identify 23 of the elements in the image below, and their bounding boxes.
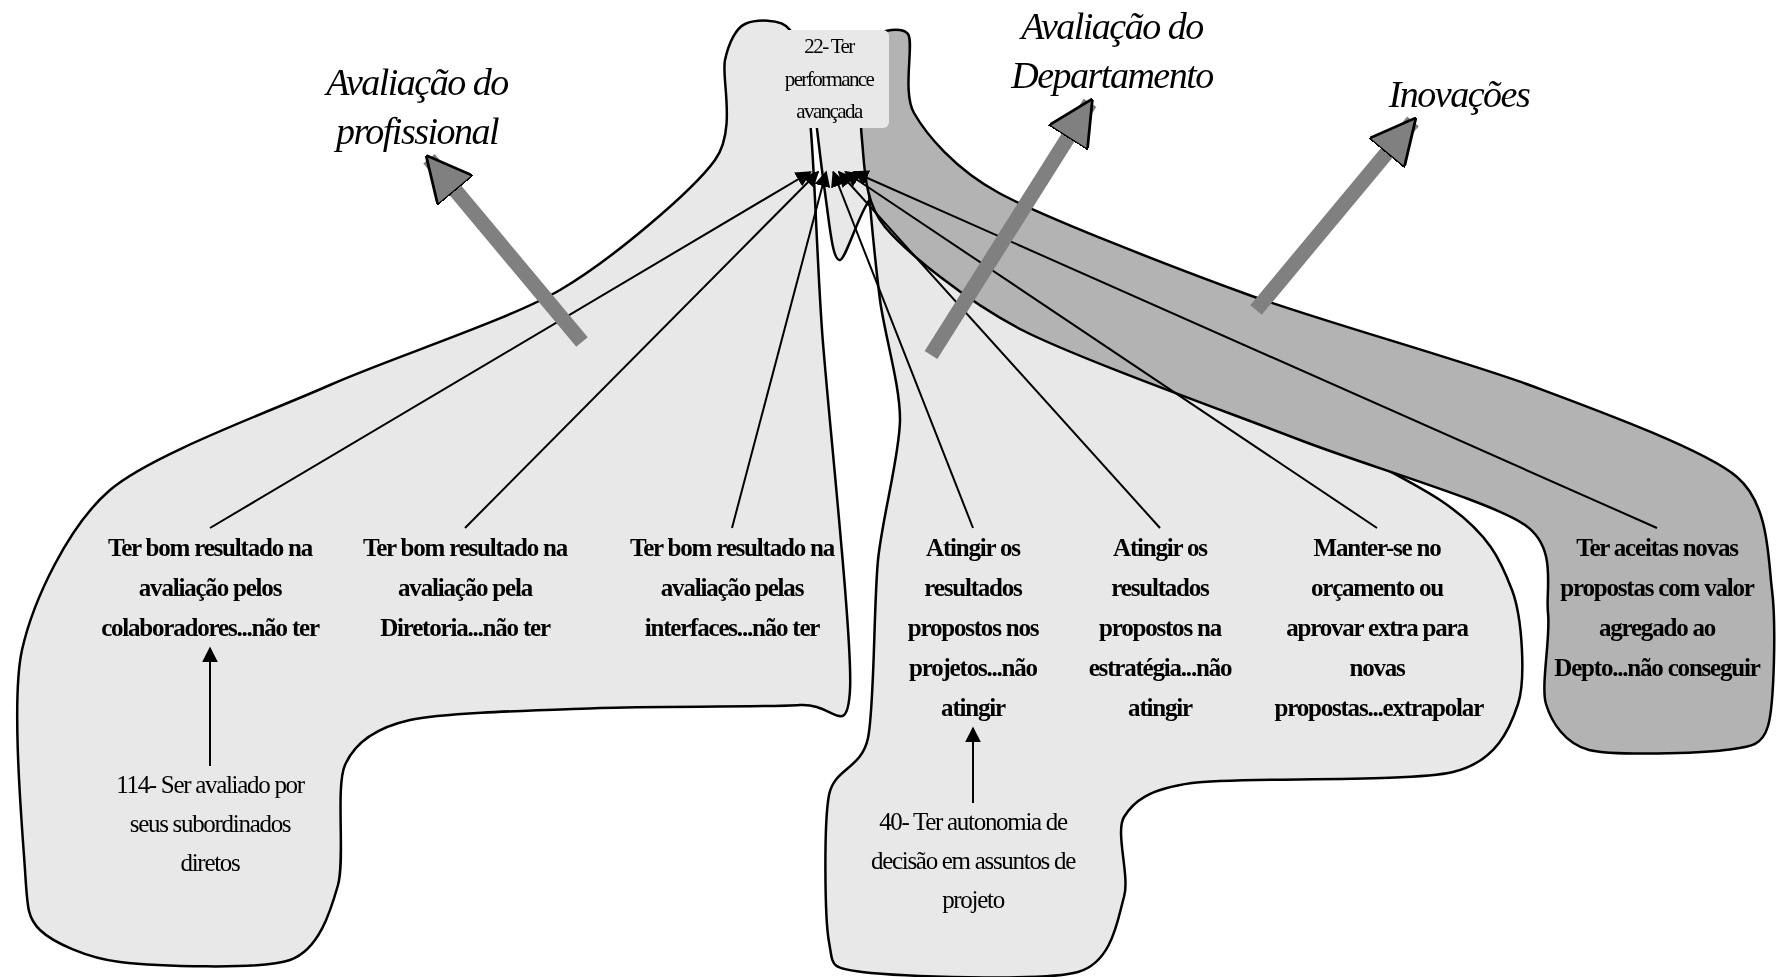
- thick-arrow: [423, 153, 588, 347]
- arrow: [464, 170, 820, 529]
- arrow: [844, 171, 1378, 529]
- means-text: 40- Ter autonomia de decisão em assuntos de projeto: [870, 807, 1077, 915]
- arrow: [852, 170, 1658, 529]
- arrow: [202, 646, 218, 767]
- heading-text: Avaliação do profissional: [323, 60, 509, 155]
- objective-text: Ter aceitas novas propostas com valor agregado ao Depto...não conseguir: [1553, 533, 1762, 683]
- arrow: [965, 726, 981, 804]
- heading-text: Inovações: [1387, 72, 1531, 117]
- thick-arrow: [924, 97, 1097, 359]
- means-text: 114- Ser avaliado por seus subordinados diretos: [115, 770, 305, 878]
- arrow: [731, 170, 831, 529]
- objective-text: Atingir os resultados propostos na estratégia...não atingir: [1087, 533, 1233, 723]
- arrow: [209, 171, 812, 529]
- heading-text: Avaliação do Departamento: [1010, 4, 1214, 99]
- arrow: [831, 170, 974, 529]
- objective-text: Ter bom resultado na avaliação pelas interfaces...não ter: [628, 533, 836, 643]
- objective-text: Atingir os resultados propostos nos projetos...não atingir: [906, 533, 1040, 723]
- thick-arrow: [1250, 116, 1419, 315]
- arrow: [837, 170, 1161, 529]
- objective-text: Ter bom resultado na avaliação pela Diretoria...não ter: [361, 533, 569, 643]
- objective-text: Ter bom resultado na avaliação pelos colaboradores...não ter: [100, 533, 321, 643]
